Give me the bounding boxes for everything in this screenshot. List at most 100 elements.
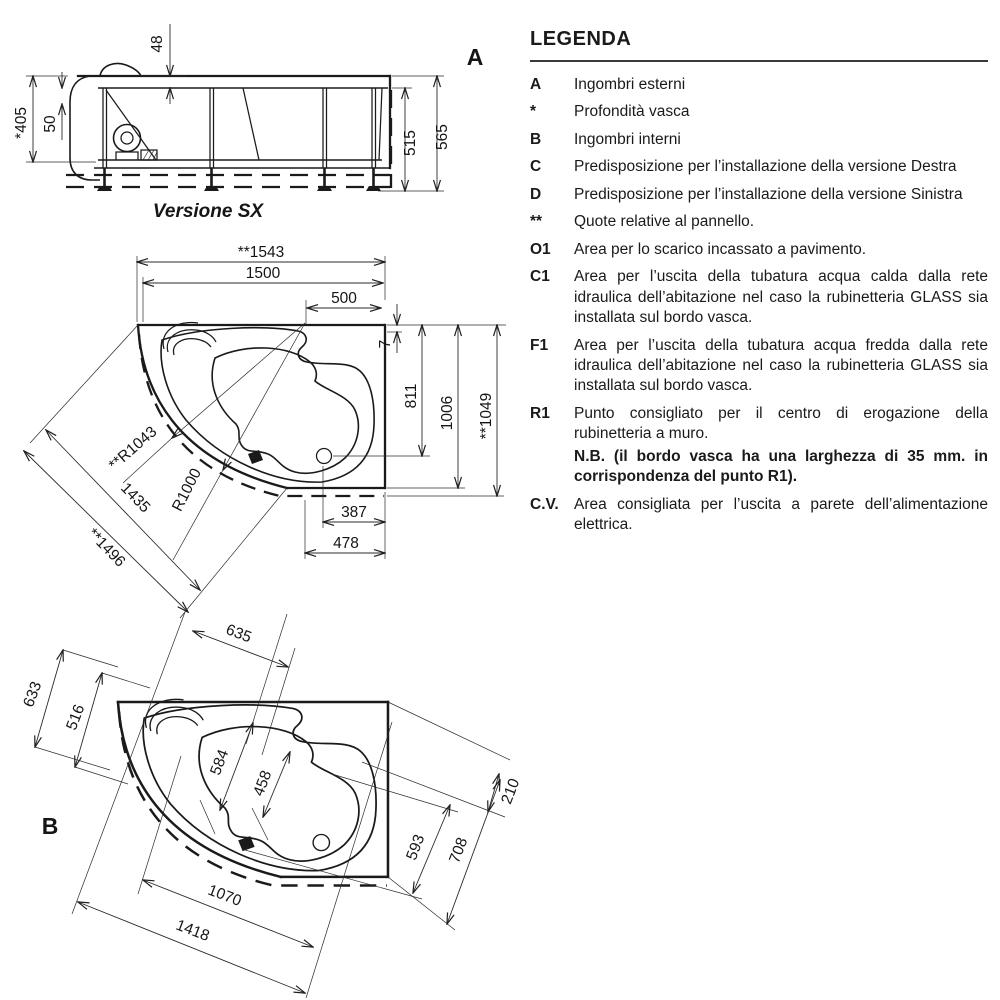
dim-label-593: 593 [403, 832, 428, 862]
dim-label-R1043: **R1043 [106, 423, 161, 474]
side-view-drawing: 48 *405 50 515 565 Versione SX A [13, 24, 484, 222]
marker-A: A [467, 44, 484, 70]
legend-key-asterisk: * [530, 103, 537, 121]
legend-key-B: B [530, 130, 542, 148]
dim-label-7: 7 [377, 340, 394, 349]
dim-label-1435: 1435 [117, 480, 153, 517]
dim-label-1070: 1070 [205, 882, 244, 910]
bathtub-plan [136, 321, 387, 498]
plan-internal-drawing: 635 633 516 584 458 210 593 708 [20, 611, 524, 999]
legend-text-D: Predisposizione per l’installazione dell… [574, 185, 963, 203]
dim-1006: 1006 [387, 325, 465, 488]
dim-811: 811 [333, 325, 430, 456]
dim-label-811: 811 [403, 384, 420, 409]
dim-label-516: 516 [63, 702, 88, 732]
frame-posts [102, 88, 377, 168]
legend: LEGENDA A Ingombri esterni * Profondità … [530, 28, 988, 536]
dim-708: 708 [446, 780, 500, 924]
legend-key-double-asterisk: ** [530, 213, 543, 231]
drain-circle [315, 447, 333, 465]
dim-label-48: 48 [149, 35, 166, 52]
dim-label-633: 633 [20, 679, 45, 709]
dim-515: 515 [378, 88, 419, 191]
dim-478: 478 [305, 500, 385, 559]
legend-key-C: C [530, 158, 542, 176]
dim-1049: **1049 [387, 325, 504, 496]
legend-text-double-asterisk: Quote relative al pannello. [574, 213, 755, 231]
legend-text-asterisk: Profondità vasca [574, 103, 690, 121]
dim-1418: 1418 [78, 902, 305, 993]
plan-external-drawing: **R1043 R1000 **1543 1500 500 7 811 [10, 244, 506, 619]
marker-B: B [42, 813, 59, 839]
dim-label-458: 458 [250, 768, 275, 798]
legend-text-R1-body: Punto consigliato per il centro di eroga… [574, 404, 988, 443]
legend-title: LEGENDA [530, 28, 988, 62]
dim-1496: **1496 [24, 451, 188, 612]
pump-icon [112, 123, 158, 161]
legend-key-R1: R1 [530, 404, 550, 422]
legend-list: A Ingombri esterni * Profondità vasca B … [530, 75, 988, 536]
dim-label-1006: 1006 [439, 396, 456, 430]
dim-label-R1000: R1000 [169, 465, 205, 514]
dim-458: 458 [250, 752, 290, 817]
radius-leaders: **R1043 R1000 [106, 300, 307, 561]
legend-key-F1: F1 [530, 336, 549, 354]
bathtub-side-profile [66, 62, 393, 191]
dim-1500: 1500 [143, 265, 383, 322]
legend-text-F1: Area per l’uscita della tubatura acqua f… [574, 336, 988, 395]
front-curve [136, 323, 289, 490]
legend-text-R1-note: N.B. (il bordo vasca ha una larghezza di… [574, 447, 988, 486]
rim-inner-edge [160, 326, 375, 483]
legend-text-CV: Area consigliata per l’uscita a parete d… [574, 495, 988, 534]
legend-key-C1: C1 [530, 268, 550, 286]
legend-text-A: Ingombri esterni [574, 76, 686, 93]
dim-label-515: 515 [402, 130, 419, 156]
dim-label-1543: **1543 [238, 244, 285, 261]
dim-635: 635 [193, 621, 288, 667]
dim-405: *405 [13, 76, 96, 162]
dim-label-1500: 1500 [246, 265, 281, 282]
legend-text-B: Ingombri interni [574, 130, 681, 148]
dim-label-1418: 1418 [173, 917, 211, 945]
dim-1070: 1070 [143, 880, 313, 947]
dim-label-210: 210 [498, 776, 523, 807]
dim-565: 565 [392, 76, 451, 191]
dim-387: 387 [323, 466, 385, 559]
dim-label-50: 50 [42, 115, 59, 133]
basin-outline [211, 347, 360, 474]
dim-label-708: 708 [446, 835, 471, 865]
dim-label-584: 584 [207, 747, 232, 778]
legend-key-O1: O1 [530, 240, 551, 258]
dim-1435: 1435 [29, 324, 288, 619]
headrest-profile [99, 62, 142, 77]
extension-lines [34, 611, 511, 999]
legend-key-A: A [530, 76, 542, 93]
headrest [162, 321, 217, 356]
dim-500: 500 [307, 290, 381, 308]
dim-593: 593 [403, 805, 450, 893]
dim-label-565: 565 [434, 124, 451, 150]
dim-1543: **1543 [137, 244, 385, 322]
frame-legs [103, 168, 375, 187]
legend-text-O1: Area per lo scarico incassato a paviment… [574, 240, 867, 258]
dim-label-405: *405 [13, 107, 30, 139]
legend-key-D: D [530, 185, 542, 203]
legend-key-CV: C.V. [530, 495, 559, 513]
dim-633: 633 [20, 650, 63, 747]
dim-7: 7 [377, 304, 402, 353]
dim-48: 48 [140, 24, 186, 104]
dim-label-635: 635 [223, 621, 253, 646]
dim-label-1049: **1049 [478, 393, 495, 440]
legend-text-R1: Punto consigliato per il centro di eroga… [574, 404, 988, 488]
dim-label-387: 387 [341, 504, 367, 521]
legend-text-C1: Area per l’uscita della tubatura acqua c… [574, 268, 988, 327]
side-view-caption: Versione SX [153, 201, 265, 222]
feet [97, 186, 381, 191]
dim-label-478: 478 [333, 535, 359, 552]
jet-square [248, 450, 263, 464]
legend-text-C: Predisposizione per l’installazione dell… [574, 158, 957, 176]
dim-50: 50 [42, 72, 62, 140]
dim-516: 516 [63, 673, 102, 767]
dim-label-500: 500 [331, 290, 357, 307]
